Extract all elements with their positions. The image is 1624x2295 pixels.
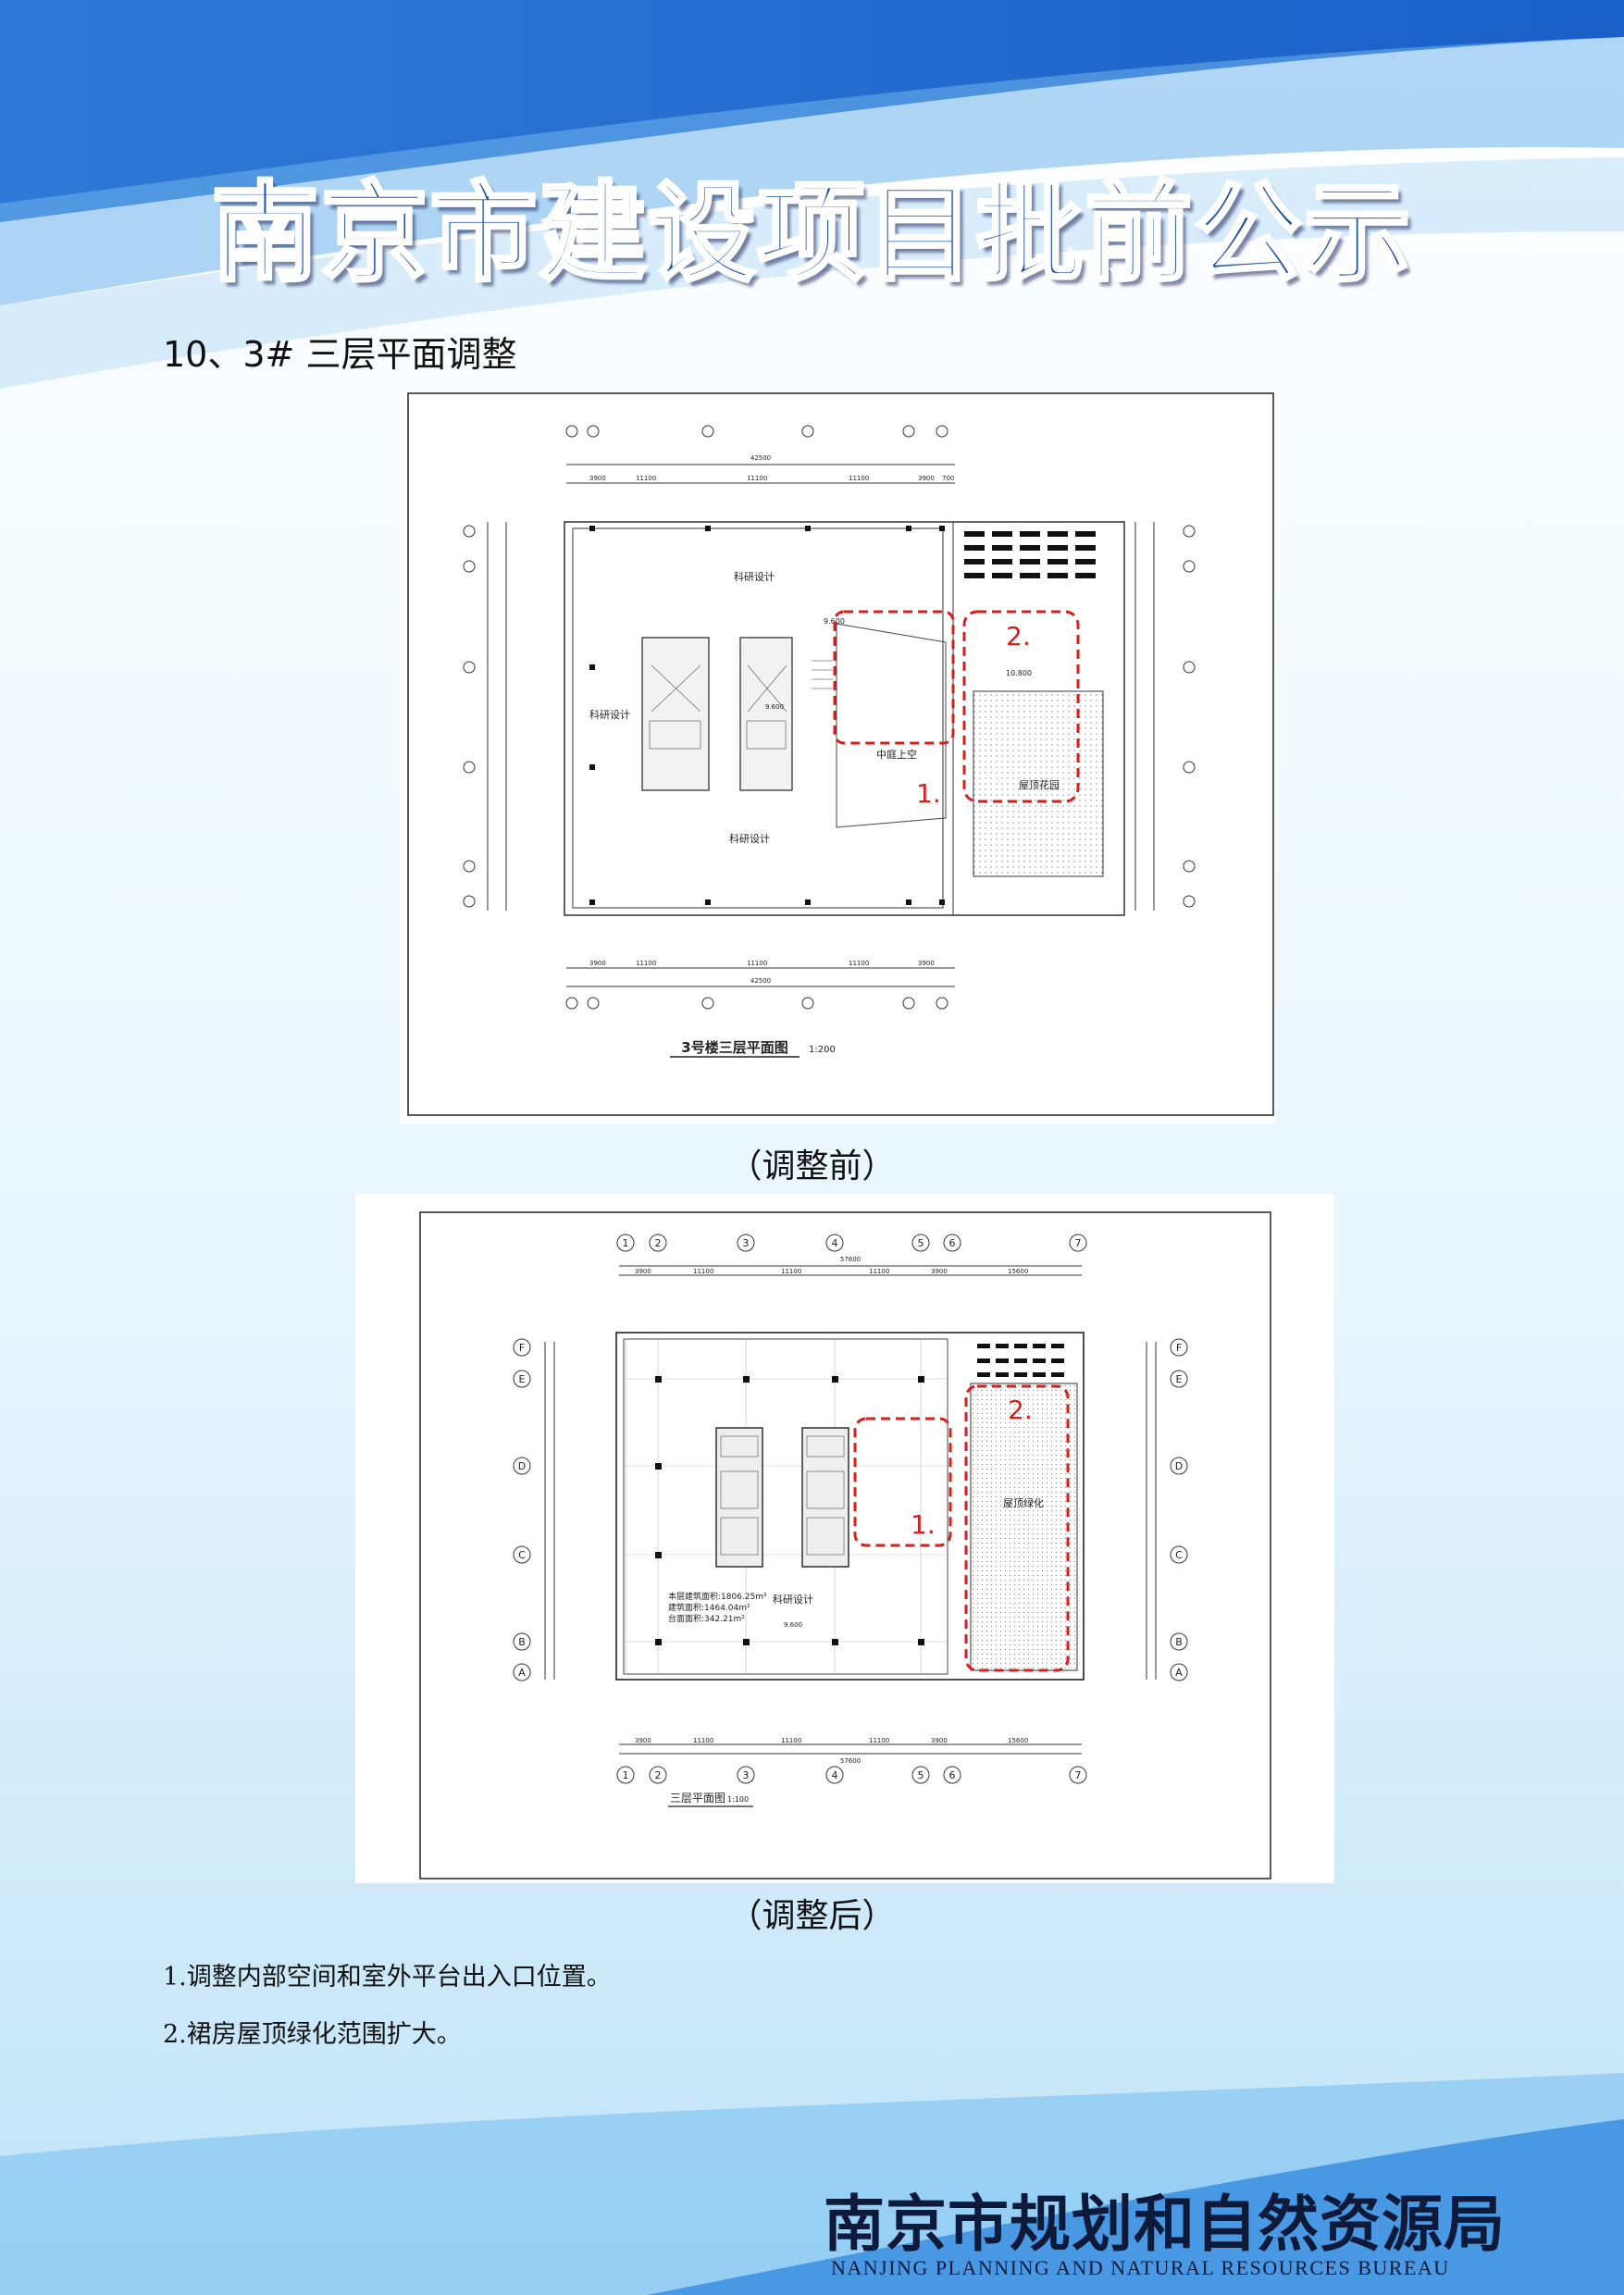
after-col-3: 3: [743, 1237, 750, 1249]
after-row-a: A: [518, 1667, 526, 1679]
after-col-2: 2: [655, 1237, 662, 1249]
after-area-line-2: 建筑面积:1464.04m²: [668, 1602, 750, 1613]
section-heading: 10、3# 三层平面调整: [163, 334, 517, 375]
page-title: 南京市建设项目批前公示: [210, 168, 1413, 298]
after-floor-plan: 1 2 3 4 5 6 7 1 2 3 4 5 6 7 F E D C B A …: [419, 1211, 1271, 1879]
before-floor-plan: 42500 3900 11100 11100 11100 3900 700 39…: [407, 392, 1274, 1116]
before-dim-6: 700: [942, 475, 954, 482]
after-col-6: 6: [949, 1237, 956, 1249]
after-caption: （调整后）: [728, 1897, 896, 1935]
before-dim-3: 11100: [747, 475, 767, 482]
after-row-a-right: A: [1175, 1667, 1183, 1679]
before-bottom-overall-dim: 42500: [750, 977, 771, 985]
before-level-b: 9.600: [824, 617, 845, 626]
before-marker-1: 1.: [916, 778, 941, 809]
before-room-atrium: 中庭上空: [876, 748, 917, 761]
after-area-line-3: 台面面积:342.21m²: [668, 1613, 745, 1624]
before-bottom-dim-4: 11100: [849, 960, 869, 967]
after-col-1: 1: [623, 1237, 629, 1249]
after-bottom-dim-4: 11100: [869, 1737, 889, 1744]
before-dim-2: 11100: [636, 475, 656, 482]
before-bottom-dim-5: 3900: [918, 960, 935, 967]
after-drawing-scale: 1:100: [727, 1795, 749, 1804]
before-room-bottom: 科研设计: [729, 832, 770, 845]
footer-bureau-name: 南京市规划和自然资源局: [824, 2188, 1506, 2260]
after-marker-1: 1.: [911, 1509, 936, 1540]
after-row-c-right: C: [1175, 1549, 1183, 1561]
after-room-main: 科研设计: [773, 1593, 813, 1606]
after-col-4-bottom: 4: [832, 1769, 838, 1781]
after-bottom-dim-2: 11100: [693, 1737, 713, 1744]
before-room-garden: 屋顶花园: [1019, 779, 1060, 791]
before-caption: （调整前）: [728, 1148, 896, 1185]
before-highlight-2: [962, 610, 1080, 803]
after-marker-2: 2.: [1008, 1395, 1033, 1425]
after-col-1-bottom: 1: [623, 1769, 629, 1781]
after-dim-5: 3900: [931, 1268, 948, 1275]
after-bottom-dim-6: 15600: [1008, 1737, 1028, 1744]
after-row-b-right: B: [1175, 1636, 1183, 1648]
footer-bureau-name-en: NANJING PLANNING AND NATURAL RESOURCES B…: [831, 2256, 1450, 2279]
after-highlight-1: [853, 1417, 952, 1547]
after-dim-4: 11100: [869, 1268, 889, 1275]
after-col-7-bottom: 7: [1075, 1769, 1082, 1781]
before-level-c: 10.800: [1006, 669, 1032, 677]
after-row-d-right: D: [1175, 1460, 1183, 1472]
before-highlight-1: [833, 610, 955, 745]
after-level: 9.600: [784, 1621, 802, 1629]
note-2: 2.裙房屋顶绿化范围扩大。: [163, 2020, 462, 2049]
before-bottom-dim-1: 3900: [589, 960, 606, 967]
after-bottom-dim-1: 3900: [635, 1737, 651, 1744]
after-area-line-1: 本层建筑面积:1806.25m²: [668, 1591, 767, 1602]
after-col-5: 5: [918, 1237, 924, 1249]
before-dim-1: 3900: [589, 475, 606, 482]
before-drawing-title: 3号楼三层平面图: [681, 1039, 787, 1056]
before-plan-panel: 42500 3900 11100 11100 11100 3900 700 39…: [400, 392, 1275, 1123]
before-drawing-scale: 1:200: [809, 1045, 836, 1055]
after-row-e-right: E: [1176, 1373, 1183, 1385]
after-dim-2: 11100: [693, 1268, 713, 1275]
after-row-e: E: [519, 1373, 526, 1385]
after-bottom-overall-dim: 57600: [840, 1757, 861, 1765]
after-col-5-bottom: 5: [918, 1769, 924, 1781]
after-col-2-bottom: 2: [655, 1769, 662, 1781]
after-dim-3: 11100: [781, 1268, 801, 1275]
after-row-f-right: F: [1176, 1342, 1182, 1354]
after-dim-6: 15600: [1008, 1268, 1028, 1275]
after-row-d: D: [518, 1460, 526, 1472]
note-1: 1.调整内部空间和室外平台出入口位置。: [163, 1963, 612, 1991]
after-drawing-title: 三层平面图: [670, 1792, 725, 1805]
before-bottom-dim-2: 11100: [636, 960, 656, 967]
before-marker-2: 2.: [1006, 621, 1031, 651]
before-top-overall-dim: 42500: [750, 454, 771, 462]
after-dim-1: 3900: [635, 1268, 651, 1275]
after-col-3-bottom: 3: [743, 1769, 750, 1781]
after-top-overall-dim: 57600: [840, 1256, 861, 1263]
before-level-a: 9.600: [765, 703, 784, 711]
after-row-b: B: [518, 1636, 526, 1648]
after-col-4: 4: [832, 1237, 838, 1249]
before-dim-5: 3900: [918, 475, 935, 482]
after-row-c: C: [518, 1549, 526, 1561]
before-room-top: 科研设计: [734, 570, 775, 583]
after-bottom-dim-5: 3900: [931, 1737, 948, 1744]
after-highlight-2: [964, 1384, 1070, 1672]
after-room-green: 屋顶绿化: [1003, 1496, 1044, 1509]
after-row-f: F: [519, 1342, 525, 1354]
after-col-7: 7: [1075, 1237, 1082, 1249]
after-plan-panel: 1 2 3 4 5 6 7 1 2 3 4 5 6 7 F E D C B A …: [355, 1194, 1334, 1883]
before-room-left: 科研设计: [589, 708, 630, 721]
before-bottom-dim-3: 11100: [747, 960, 767, 967]
before-dim-4: 11100: [849, 475, 869, 482]
after-col-6-bottom: 6: [949, 1769, 956, 1781]
after-bottom-dim-3: 11100: [781, 1737, 801, 1744]
